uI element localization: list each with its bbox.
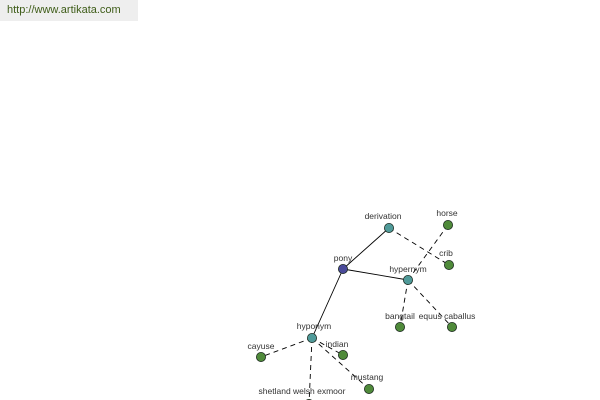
node-label-hyponym: hyponym	[297, 321, 332, 331]
node-label-indian: indian	[326, 339, 349, 349]
edge-hypernym-to-horse	[407, 224, 449, 281]
node-derivation[interactable]: derivation	[365, 211, 402, 233]
node-pony[interactable]: pony	[334, 253, 353, 274]
node-hypernym[interactable]: hypernym	[389, 264, 427, 285]
node-label-derivation: derivation	[365, 211, 402, 221]
node-horse[interactable]: horse	[436, 208, 458, 230]
url-text[interactable]: http://www.artikata.com	[7, 4, 121, 16]
node-circle-derivation[interactable]	[383, 222, 394, 233]
node-indian[interactable]: indian	[326, 339, 349, 360]
node-circle-crib[interactable]	[443, 259, 454, 270]
node-equus-caballus[interactable]: equus caballus	[419, 311, 476, 332]
node-cayuse[interactable]: cayuse	[248, 341, 275, 362]
node-label-equus-caballus: equus caballus	[419, 311, 476, 321]
node-circle-horse[interactable]	[442, 219, 453, 230]
node-hyponym[interactable]: hyponym	[297, 321, 332, 343]
edge-pony-to-hypernym	[342, 268, 409, 281]
graph-nodes[interactable]: pony derivation hypernym hyponym horse crib ba…	[248, 208, 476, 400]
edge-pony-to-hyponym	[311, 268, 344, 339]
edge-hyponym-to-cayuse	[260, 337, 313, 358]
node-circle-mustang[interactable]	[363, 383, 374, 394]
node-bangtail[interactable]: bangtail	[385, 311, 415, 332]
node-label-mustang: mustang	[351, 372, 384, 382]
node-label-pony: pony	[334, 253, 353, 263]
node-label-horse: horse	[436, 208, 458, 218]
node-crib[interactable]: crib	[439, 248, 454, 270]
node-label-hypernym: hypernym	[389, 264, 426, 274]
node-label-shetland-welsh-exmoor: shetland welsh exmoor	[259, 386, 346, 396]
node-circle-indian[interactable]	[337, 349, 348, 360]
node-circle-pony[interactable]	[337, 263, 348, 274]
node-label-cayuse: cayuse	[248, 341, 275, 351]
edge-hypernym-to-bangtail	[399, 279, 409, 328]
url-bar[interactable]: http://www.artikata.com	[0, 0, 138, 21]
node-circle-bangtail[interactable]	[394, 321, 405, 332]
graph-edges	[260, 224, 453, 400]
node-label-crib: crib	[439, 248, 453, 258]
edge-hyponym-to-indian	[311, 337, 344, 356]
edge-hyponym-to-shetland-welsh-exmoor	[308, 337, 313, 400]
node-label-bangtail: bangtail	[385, 311, 415, 321]
edge-pony-to-derivation	[342, 227, 390, 270]
node-shetland-welsh-exmoor[interactable]: shetland welsh exmoor	[259, 386, 346, 400]
node-circle-cayuse[interactable]	[255, 351, 266, 362]
node-circle-hypernym[interactable]	[402, 274, 413, 285]
edge-derivation-to-crib	[388, 227, 450, 266]
edge-hyponym-to-mustang	[311, 337, 370, 390]
edge-hypernym-to-equus-caballus	[407, 279, 453, 328]
node-circle-hyponym[interactable]	[306, 332, 317, 343]
node-circle-equus-caballus[interactable]	[446, 321, 457, 332]
node-mustang[interactable]: mustang	[351, 372, 384, 394]
